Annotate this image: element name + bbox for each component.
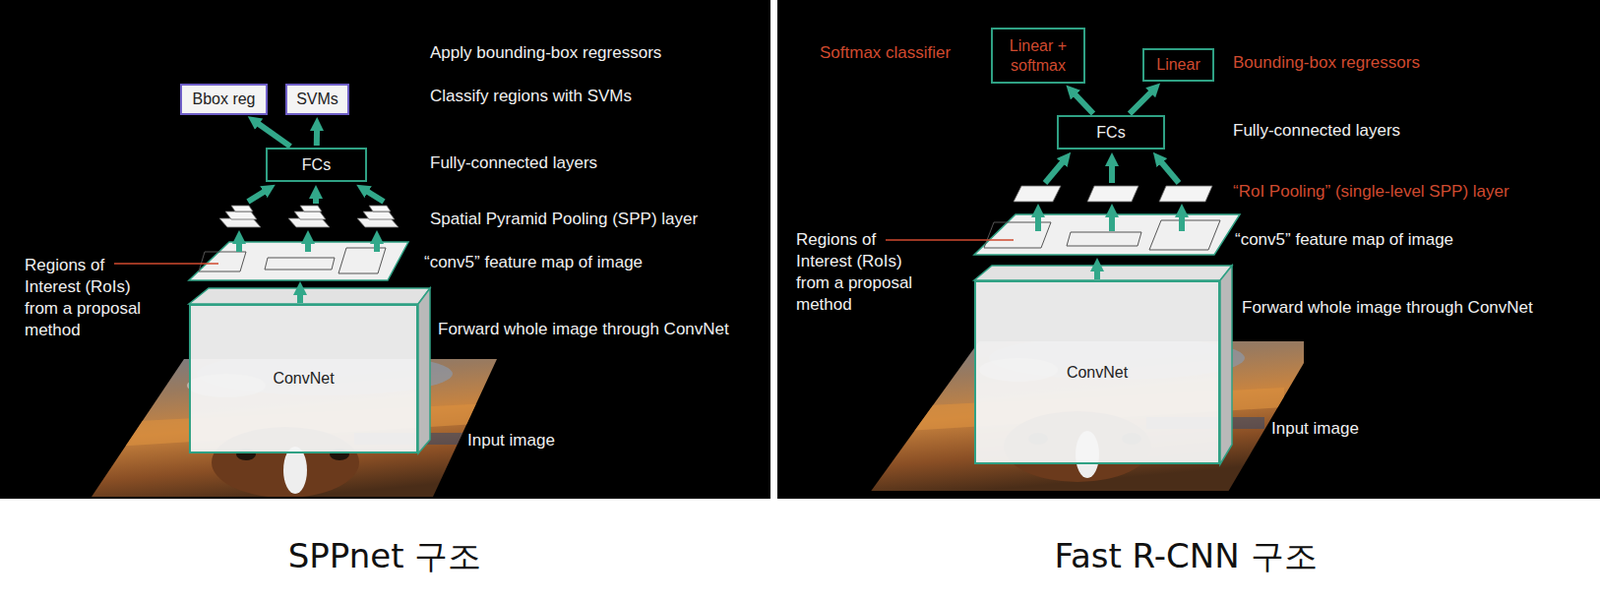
panel-background xyxy=(777,0,1600,499)
flow-arrow xyxy=(297,289,304,304)
flow-arrow xyxy=(363,188,384,202)
roi-outline xyxy=(198,251,247,272)
cube-top xyxy=(188,288,431,305)
roi-outline xyxy=(1066,232,1142,247)
cube-top xyxy=(974,265,1232,281)
flow-arrow xyxy=(312,192,319,204)
convnet-cube: ConvNet xyxy=(188,304,419,454)
step-label: Classify regions with SVMs xyxy=(430,85,632,108)
output-arrow xyxy=(1071,90,1094,114)
step-label: “RoI Pooling” (single-level SPP) layer xyxy=(1232,181,1510,203)
step-label: Apply bounding-box regressors xyxy=(430,42,662,64)
flow-arrow xyxy=(1094,265,1101,280)
flow-arrow xyxy=(1108,211,1115,232)
regressor-box: Bbox reg xyxy=(180,83,268,116)
cube-side xyxy=(418,288,431,454)
step-label: Forward whole image through ConvNet xyxy=(437,318,730,341)
output-arrow xyxy=(1129,88,1156,115)
flow-arrow xyxy=(1035,211,1042,232)
step-label: Input image xyxy=(1271,418,1359,440)
roi-pool-tile xyxy=(1087,185,1139,202)
box-text: Bbox reg xyxy=(191,89,255,109)
roi-pool-tile xyxy=(1159,185,1213,202)
flow-arrows xyxy=(1038,158,1182,280)
roi-outline xyxy=(264,257,335,270)
output-label: Softmax classifier xyxy=(819,42,951,64)
flow-arrow xyxy=(1158,158,1179,184)
box-text: Linear + softmax xyxy=(996,36,1080,74)
spp-stack xyxy=(357,205,399,228)
box-text: FCs xyxy=(302,155,331,175)
output-label: Bounding-box regressors xyxy=(1232,52,1420,74)
fc-box: FCs xyxy=(265,147,368,183)
flow-arrow xyxy=(373,238,380,252)
step-label: “conv5” feature map of image xyxy=(1234,229,1454,251)
flow-arrow xyxy=(1045,158,1066,184)
spp-stack xyxy=(288,205,330,228)
box-text: Linear xyxy=(1156,55,1200,74)
flow-arrow xyxy=(247,188,269,202)
flow-arrow xyxy=(305,238,311,252)
output-arrow xyxy=(313,124,320,146)
panel-background xyxy=(0,0,771,499)
leader-line xyxy=(885,239,1014,242)
regressor-box: Linear xyxy=(1142,48,1215,82)
step-label: “conv5” feature map of image xyxy=(424,251,643,274)
region-callout: Regions of Interest (RoIs) from a propos… xyxy=(796,229,934,316)
roi-pool-tile xyxy=(1013,185,1061,202)
caption-text: SPPnet 구조 xyxy=(288,535,483,577)
cube-side xyxy=(1220,265,1232,465)
step-label: Input image xyxy=(467,430,555,452)
classifier-box: Linear + softmax xyxy=(990,27,1086,84)
svm-box: SVMs xyxy=(285,83,350,116)
flow-arrows xyxy=(239,188,384,304)
caption-text: Fast R-CNN 구조 xyxy=(1053,535,1317,577)
feature-map xyxy=(974,214,1240,255)
step-label: Fully-connected layers xyxy=(430,152,598,175)
box-text: SVMs xyxy=(296,89,339,109)
output-arrow xyxy=(253,121,291,147)
leader-line xyxy=(114,262,219,265)
flow-arrow xyxy=(1108,160,1115,184)
step-label: Forward whole image through ConvNet xyxy=(1241,297,1534,319)
box-text: FCs xyxy=(1096,123,1125,142)
box-text: ConvNet xyxy=(1066,363,1128,382)
fc-box: FCs xyxy=(1056,115,1166,150)
flow-arrow xyxy=(236,238,243,252)
box-text: ConvNet xyxy=(272,369,334,388)
step-label: Fully-connected layers xyxy=(1232,120,1401,142)
step-label: Spatial Pyramid Pooling (SPP) layer xyxy=(430,208,698,231)
convnet-cube: ConvNet xyxy=(974,280,1221,465)
spp-stack xyxy=(219,205,261,228)
flow-arrow xyxy=(1178,211,1185,232)
region-callout: Regions of Interest (RoIs) from a propos… xyxy=(24,254,163,342)
